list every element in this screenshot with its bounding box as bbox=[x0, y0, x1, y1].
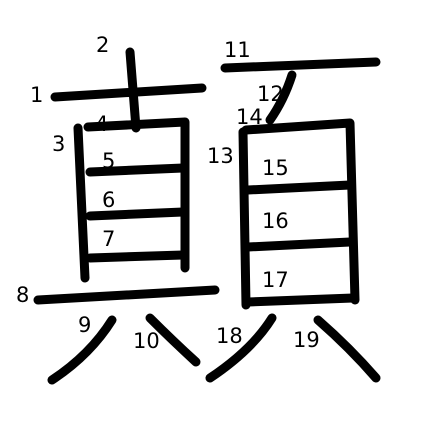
stroke-19 bbox=[313, 315, 381, 383]
stroke-number-13: 13 bbox=[207, 144, 234, 168]
stroke-number-12: 12 bbox=[257, 82, 284, 106]
stroke-11 bbox=[220, 57, 381, 73]
stroke-number-1: 1 bbox=[30, 83, 43, 107]
stroke-number-labels: 1 2 3 4 5 6 7 8 9 10 11 12 13 14 15 16 1… bbox=[16, 33, 320, 353]
stroke-3 bbox=[73, 123, 90, 283]
stroke-15 bbox=[243, 180, 355, 195]
stroke-18 bbox=[205, 313, 277, 383]
stroke-8 bbox=[33, 285, 220, 305]
stroke-number-4: 4 bbox=[95, 112, 108, 136]
stroke-12 bbox=[265, 70, 297, 125]
stroke-number-6: 6 bbox=[102, 188, 115, 212]
stroke-number-5: 5 bbox=[102, 149, 115, 173]
stroke-1 bbox=[50, 83, 207, 102]
stroke-13 bbox=[238, 127, 251, 310]
stroke-17 bbox=[243, 293, 358, 307]
stroke-6 bbox=[85, 207, 188, 221]
stroke-5 bbox=[85, 163, 188, 177]
stroke-number-11: 11 bbox=[224, 38, 251, 62]
stroke-number-17: 17 bbox=[262, 268, 289, 292]
stroke-2 bbox=[125, 47, 141, 133]
stroke-16 bbox=[243, 237, 355, 252]
stroke-9 bbox=[47, 315, 117, 385]
stroke-number-16: 16 bbox=[262, 209, 289, 233]
stroke-number-15: 15 bbox=[262, 156, 289, 180]
stroke-number-9: 9 bbox=[78, 313, 91, 337]
stroke-4 bbox=[83, 117, 190, 273]
stroke-number-2: 2 bbox=[96, 33, 109, 57]
stroke-number-8: 8 bbox=[16, 283, 29, 307]
stroke-number-3: 3 bbox=[52, 132, 65, 156]
character-strokes bbox=[33, 47, 381, 385]
stroke-number-18: 18 bbox=[216, 324, 243, 348]
stroke-number-14: 14 bbox=[236, 105, 263, 129]
stroke-number-19: 19 bbox=[293, 328, 320, 352]
stroke-number-7: 7 bbox=[102, 227, 115, 251]
stroke-number-10: 10 bbox=[133, 329, 160, 353]
stroke-7 bbox=[85, 250, 188, 263]
stroke-10 bbox=[145, 313, 201, 367]
